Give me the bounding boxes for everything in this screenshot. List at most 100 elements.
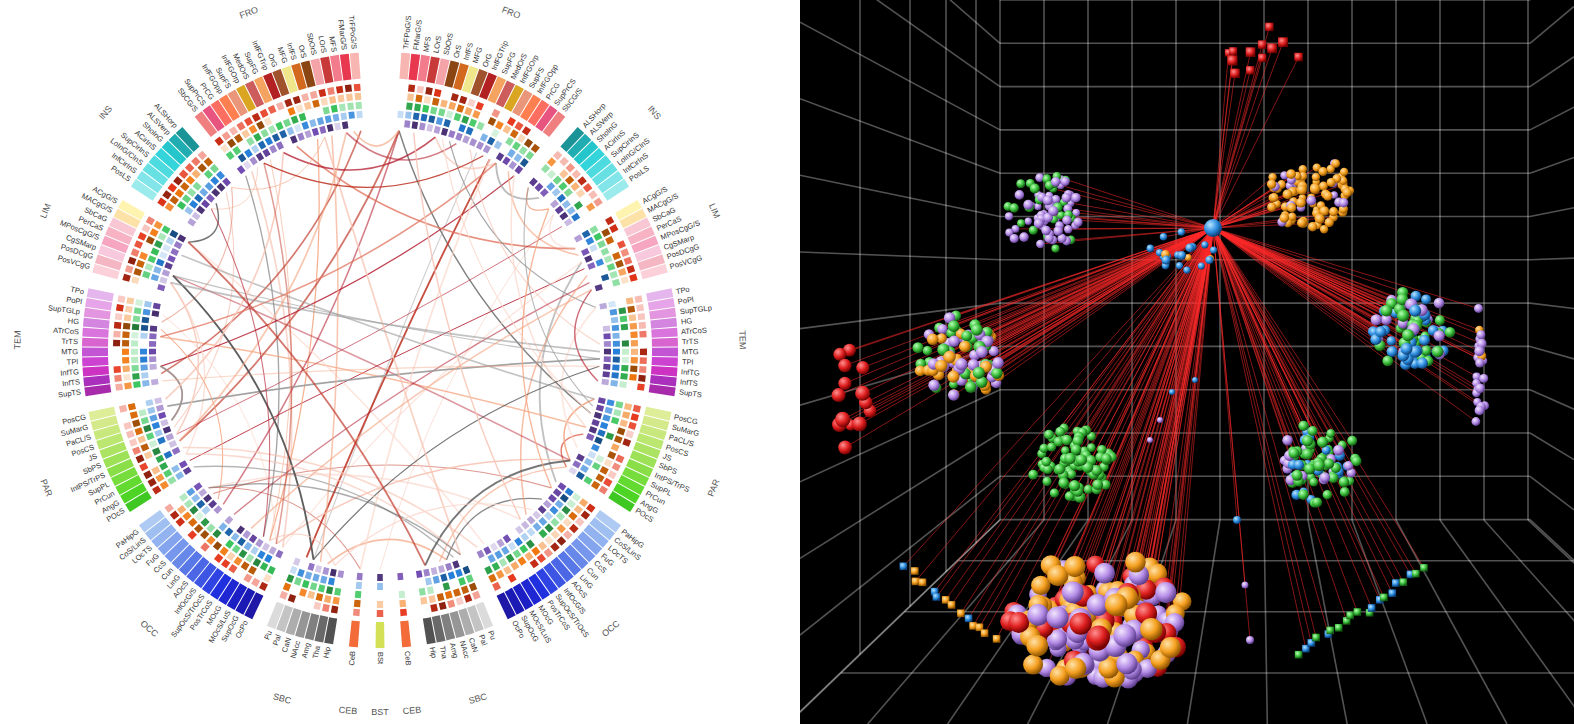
heat-cell	[445, 563, 452, 571]
edge-line	[1071, 203, 1214, 228]
grid-line	[1530, 346, 1574, 359]
sphere-node	[1017, 219, 1025, 227]
heat-cell	[629, 314, 637, 321]
heat-cell	[215, 136, 224, 145]
heat-cell	[547, 170, 556, 179]
heat-cell	[476, 141, 484, 150]
chord	[328, 539, 447, 563]
heat-cell	[580, 465, 589, 474]
heat-cell	[629, 274, 637, 282]
heat-cell	[192, 182, 201, 191]
heat-cell	[275, 550, 283, 559]
heat-cell	[143, 309, 151, 316]
sphere-node	[1376, 326, 1386, 336]
heat-cell	[491, 129, 500, 138]
sphere-node	[1282, 435, 1292, 445]
heat-cell	[518, 557, 527, 566]
heat-cell	[555, 500, 564, 509]
heat-cell	[446, 110, 454, 118]
heat-cell	[198, 488, 207, 497]
heat-cell	[420, 597, 427, 605]
heat-cell	[124, 314, 132, 321]
sphere-node	[1298, 489, 1309, 500]
heat-cell	[503, 534, 512, 543]
edge-line	[1213, 228, 1411, 574]
heat-cell	[206, 536, 215, 545]
grid-line	[841, 672, 1574, 674]
heat-cell	[613, 341, 620, 347]
heat-cell	[179, 169, 189, 178]
edge-line	[1213, 185, 1342, 228]
heat-cell	[236, 525, 245, 534]
heat-cell	[458, 124, 466, 133]
sphere-node	[1043, 195, 1053, 205]
heat-cell	[640, 349, 647, 356]
heat-cell	[492, 562, 501, 571]
edge-line	[1213, 228, 1311, 643]
heat-cell	[144, 451, 153, 460]
heat-cell	[564, 188, 573, 197]
grid-line	[1000, 129, 1530, 131]
edge-line	[1150, 228, 1213, 440]
heat-cell	[287, 107, 295, 116]
sphere-node	[1339, 198, 1348, 207]
edge-line	[1213, 228, 1372, 608]
heat-cell	[155, 455, 164, 463]
heat-cell	[617, 240, 626, 249]
heat-cell	[415, 95, 422, 103]
heat-cell	[600, 422, 608, 430]
grid-line	[800, 252, 1000, 260]
edge-line	[1213, 228, 1416, 574]
heat-cell	[594, 412, 602, 419]
sphere-node	[971, 324, 983, 336]
chord	[171, 283, 199, 435]
heat-cell	[596, 405, 604, 412]
heat-cell	[218, 522, 227, 531]
heat-cell	[142, 224, 151, 233]
heat-cell	[456, 597, 464, 606]
heat-cell	[557, 536, 566, 546]
heat-cell	[117, 295, 125, 303]
heat-cell	[256, 121, 265, 130]
sphere-node	[1205, 256, 1213, 264]
heat-cell	[519, 146, 528, 155]
heat-cell	[572, 169, 582, 178]
heat-cell	[136, 260, 145, 268]
heat-cell	[584, 458, 593, 466]
heat-cell	[627, 306, 635, 313]
heat-cell	[598, 397, 606, 404]
grid-line	[1530, 520, 1574, 561]
sphere-node	[1072, 435, 1083, 446]
heat-cell	[258, 141, 266, 150]
heat-cell	[229, 126, 238, 135]
sphere-node	[1326, 429, 1335, 438]
sphere-node	[1051, 177, 1061, 187]
heat-cell	[496, 152, 504, 161]
heat-cell	[141, 325, 149, 331]
sphere-node	[1071, 193, 1081, 203]
heat-cell	[290, 566, 298, 575]
heat-cell	[151, 379, 159, 385]
heat-cell	[510, 129, 519, 138]
sphere-node	[973, 367, 985, 379]
heat-cell	[307, 591, 315, 599]
edge-line	[936, 228, 1213, 597]
heat-cell	[613, 409, 621, 417]
chord	[232, 137, 325, 189]
heat-cell	[441, 128, 448, 136]
heat-cell	[194, 194, 203, 203]
heat-cell	[125, 265, 134, 273]
heat-cell	[559, 157, 568, 167]
heat-cell	[611, 372, 619, 378]
heat-cell	[604, 356, 611, 362]
heat-cell	[140, 443, 149, 451]
heat-cell	[569, 524, 579, 533]
heat-cell	[405, 111, 412, 119]
heat-cell	[290, 135, 298, 144]
heat-cell	[312, 100, 320, 108]
region-block	[92, 264, 119, 279]
heat-cell	[622, 411, 630, 419]
heat-cell	[553, 176, 562, 185]
heat-cell	[456, 104, 464, 113]
region-block	[651, 366, 678, 376]
